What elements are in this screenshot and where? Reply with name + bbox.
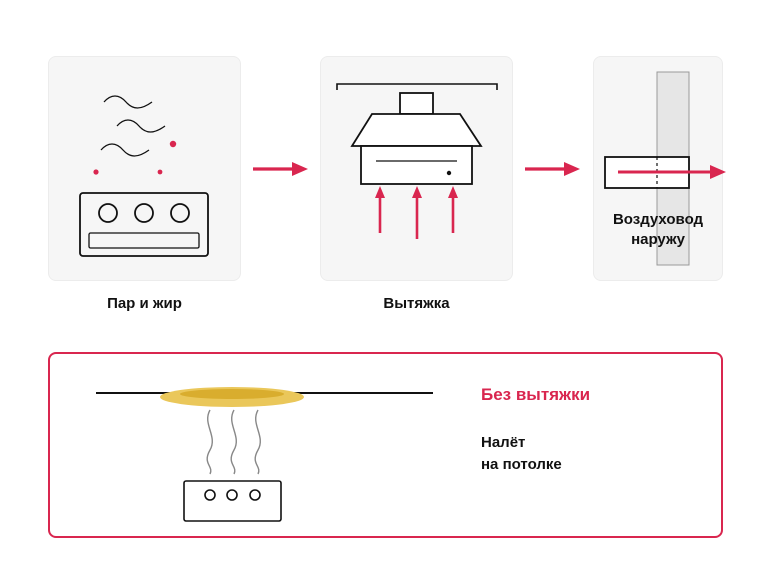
stove-icon xyxy=(183,480,282,522)
duct-label-line-1: Воздуховод xyxy=(612,211,704,228)
warning-title: Без вытяжки xyxy=(481,385,591,404)
step-label-duct: Воздуховод наружу xyxy=(593,210,723,250)
airflow-arrows xyxy=(375,186,458,239)
warning-text-line-1: Налёт xyxy=(481,434,526,451)
flow-arrow-icon xyxy=(253,162,308,176)
stove-icon xyxy=(79,192,209,257)
steam-waves-icon xyxy=(100,95,166,157)
grease-drops xyxy=(93,140,177,175)
flow-arrow-icon xyxy=(525,162,580,176)
duct-label-line-2: наружу xyxy=(631,231,685,248)
air-duct-icon xyxy=(604,71,726,266)
step-label-steam: Пар и жир xyxy=(107,295,182,312)
grease-stain-icon xyxy=(160,387,304,407)
warning-text-line-2: на потолке xyxy=(481,456,562,473)
warning-box xyxy=(48,352,723,538)
step-label-hood: Вытяжка xyxy=(383,295,450,312)
range-hood-icon xyxy=(336,83,498,185)
warning-text: Налёт на потолке xyxy=(481,432,562,476)
smoke-waves xyxy=(206,409,261,475)
